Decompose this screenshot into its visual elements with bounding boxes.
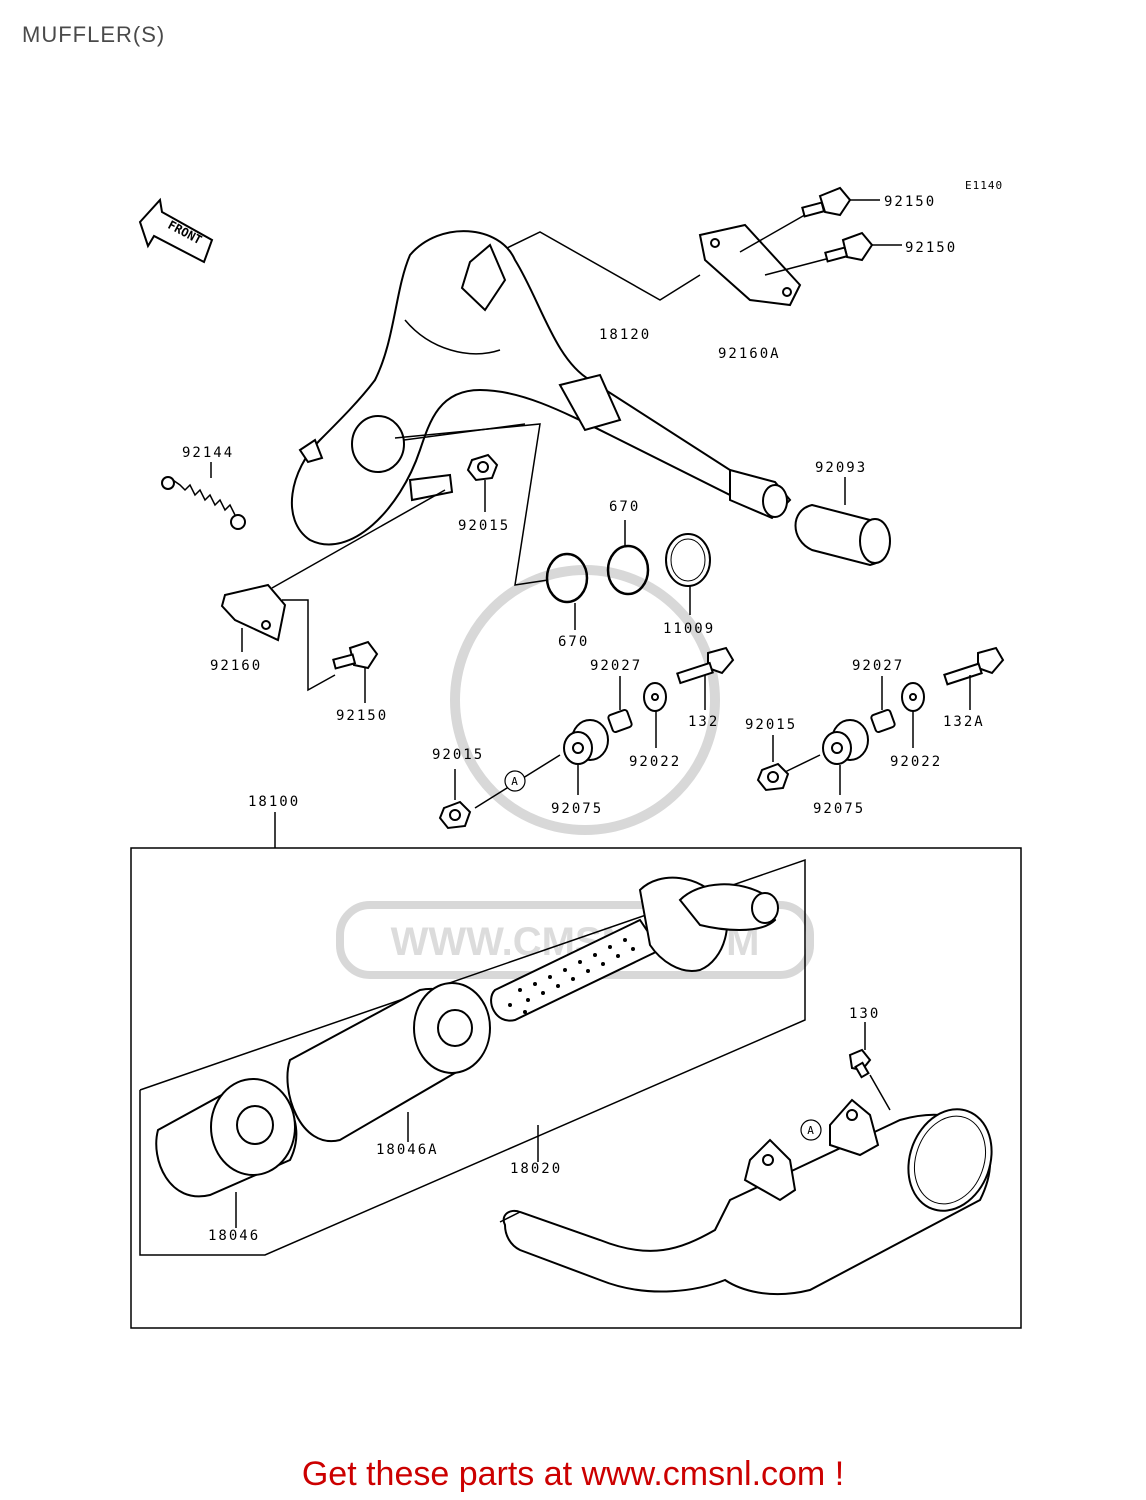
o-ring-670-right: [606, 520, 650, 596]
tube-92093: [794, 477, 891, 567]
collar-92027-right: [870, 676, 896, 734]
label-92015-upper: 92015: [458, 518, 510, 534]
packing-18046A: [286, 982, 491, 1143]
nut-92015-left: [438, 769, 472, 830]
diagram-code: E1140: [965, 179, 1003, 192]
label-92075-left: 92075: [551, 801, 603, 817]
label-92075-right: 92075: [813, 801, 865, 817]
o-ring-670-left: [394, 423, 589, 630]
bracket-92160: [220, 489, 446, 692]
bolt-92150-left: [332, 640, 379, 703]
label-92160: 92160: [210, 658, 262, 674]
svg-text:A: A: [807, 1124, 815, 1137]
bolt-132A: [943, 646, 1005, 710]
washer-92022-left: [643, 682, 667, 748]
label-132: 132: [688, 714, 719, 730]
label-92150-top1: 92150: [884, 194, 936, 210]
grommet-92075-left: [474, 719, 609, 809]
label-130: 130: [849, 1006, 880, 1022]
label-18046: 18046: [208, 1228, 260, 1244]
callout-a-left: A: [504, 770, 526, 792]
label-92093: 92093: [815, 460, 867, 476]
spring-92144: [161, 462, 246, 530]
label-132A: 132A: [943, 714, 985, 730]
grommet-92075-right: [784, 719, 869, 795]
label-18120: 18120: [599, 327, 651, 343]
exhaust-pipe-18120: [290, 230, 792, 546]
inner-pipe-perforated: [490, 876, 779, 1022]
silencer-body: [499, 1098, 993, 1296]
label-92022-left: 92022: [629, 754, 681, 770]
label-11009: 11009: [663, 621, 715, 637]
collar-92027-left: [607, 676, 633, 734]
label-92160A: 92160A: [718, 346, 781, 362]
label-670-bottom: 670: [558, 634, 589, 650]
label-92150-top2: 92150: [905, 240, 957, 256]
label-92027-left: 92027: [590, 658, 642, 674]
front-arrow-icon: FRONT: [138, 197, 214, 264]
bolt-132: [676, 646, 735, 710]
nut-92015-right: [756, 735, 790, 792]
label-18020: 18020: [510, 1161, 562, 1177]
label-92144: 92144: [182, 445, 234, 461]
label-92027-right: 92027: [852, 658, 904, 674]
silencer-assembly-box-18100: [130, 812, 1022, 1329]
label-92150-left: 92150: [336, 708, 388, 724]
page-title: MUFFLER(S): [22, 22, 166, 47]
callout-a-right: A: [800, 1119, 822, 1141]
label-18046A: 18046A: [376, 1142, 439, 1158]
packing-18046: [155, 1078, 298, 1228]
bracket-92160A: [506, 211, 831, 307]
label-92022-right: 92022: [890, 754, 942, 770]
cta-link[interactable]: Get these parts at www.cmsnl.com !: [301, 1455, 845, 1493]
bolt-92150-top2: [824, 231, 902, 263]
gasket-11009: [665, 533, 711, 615]
washer-92022-right: [901, 682, 925, 748]
label-92015-right: 92015: [745, 717, 797, 733]
nut-92015-upper: [466, 453, 499, 512]
label-670-top: 670: [609, 499, 640, 515]
label-92015-left: 92015: [432, 747, 484, 763]
label-18100: 18100: [248, 794, 300, 810]
bolt-130: [848, 1022, 891, 1111]
bolt-92150-top1: [801, 186, 880, 218]
svg-text:A: A: [511, 775, 519, 788]
